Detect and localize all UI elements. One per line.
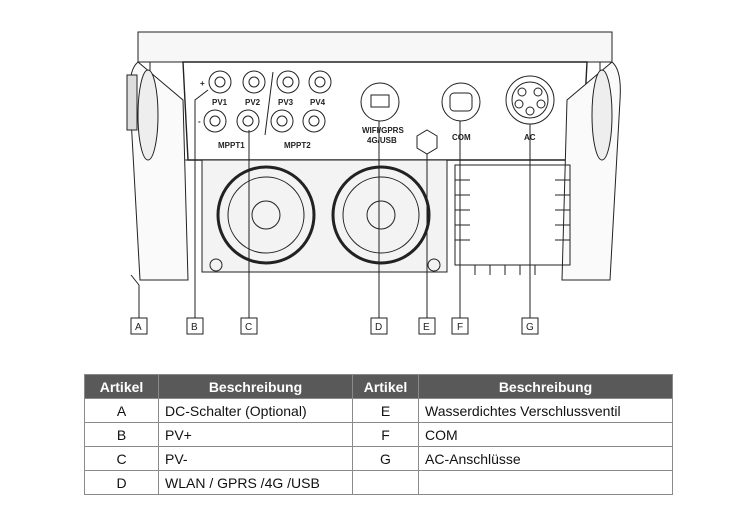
description-cell: AC-Anschlüsse: [418, 446, 673, 471]
inverter-connection-diagram: + - PV1 PV2 PV3 PV4 MPPT1 MPPT2 WIFI/GPR…: [126, 31, 621, 335]
svg-text:F: F: [457, 322, 463, 333]
component-table: Artikel Beschreibung Artikel Beschreibun…: [84, 374, 673, 495]
svg-text:C: C: [245, 322, 252, 333]
header-beschreibung: Beschreibung: [158, 374, 353, 399]
item-cell: D: [84, 470, 159, 495]
fan-assembly: [201, 159, 448, 273]
pv3-label: PV3: [278, 98, 294, 107]
callout-C: C: [240, 317, 258, 335]
table-header: Artikel Beschreibung Artikel Beschreibun…: [84, 374, 673, 399]
minus-label: -: [198, 117, 201, 126]
heat-sink: [454, 164, 571, 275]
svg-text:E: E: [423, 322, 430, 333]
wifi-label-line2: 4G/USB: [367, 136, 397, 145]
item-cell: G: [352, 446, 419, 471]
leader-lines: [130, 89, 531, 318]
callout-B: B: [186, 317, 204, 335]
table-row: D WLAN / GPRS /4G /USB: [84, 470, 673, 495]
description-cell: [418, 470, 673, 495]
wifi-label-line1: WIFI/GPRS: [362, 126, 404, 135]
plus-label: +: [200, 79, 205, 88]
item-cell: A: [84, 398, 159, 423]
description-cell: PV-: [158, 446, 353, 471]
svg-text:D: D: [375, 322, 382, 333]
svg-text:B: B: [191, 322, 198, 333]
header-artikel: Artikel: [84, 374, 159, 399]
description-cell: Wasserdichtes Verschlussventil: [418, 398, 673, 423]
mppt1-label: MPPT1: [218, 141, 245, 150]
item-cell: F: [352, 422, 419, 447]
table-row: B PV+ F COM: [84, 422, 673, 447]
pv4-label: PV4: [310, 98, 326, 107]
wifi-port: WIFI/GPRS 4G/USB: [360, 82, 404, 145]
header-beschreibung-2: Beschreibung: [418, 374, 673, 399]
com-port: COM: [441, 82, 481, 142]
description-cell: DC-Schalter (Optional): [158, 398, 353, 423]
table-row: C PV- G AC-Anschlüsse: [84, 446, 673, 471]
description-cell: WLAN / GPRS /4G /USB: [158, 470, 353, 495]
pv1-label: PV1: [212, 98, 228, 107]
svg-text:G: G: [526, 322, 534, 333]
pv-connectors: + - PV1 PV2 PV3 PV4 MPPT1 MPPT2: [198, 70, 332, 150]
callout-G: G: [521, 317, 539, 335]
table-row: A DC-Schalter (Optional) E Wasserdichtes…: [84, 398, 673, 423]
waterproof-valve-icon: [416, 129, 438, 155]
com-label: COM: [452, 133, 471, 142]
callout-A: A: [130, 317, 148, 335]
mppt2-label: MPPT2: [284, 141, 311, 150]
item-cell: [352, 470, 419, 495]
item-cell: E: [352, 398, 419, 423]
item-cell: B: [84, 422, 159, 447]
callout-E: E: [418, 317, 436, 335]
header-artikel-2: Artikel: [352, 374, 419, 399]
callout-D: D: [370, 317, 388, 335]
svg-text:A: A: [135, 322, 142, 333]
description-cell: PV+: [158, 422, 353, 447]
item-cell: C: [84, 446, 159, 471]
description-cell: COM: [418, 422, 673, 447]
callout-F: F: [451, 317, 469, 335]
inverter-body: [126, 31, 621, 281]
pv2-label: PV2: [245, 98, 261, 107]
